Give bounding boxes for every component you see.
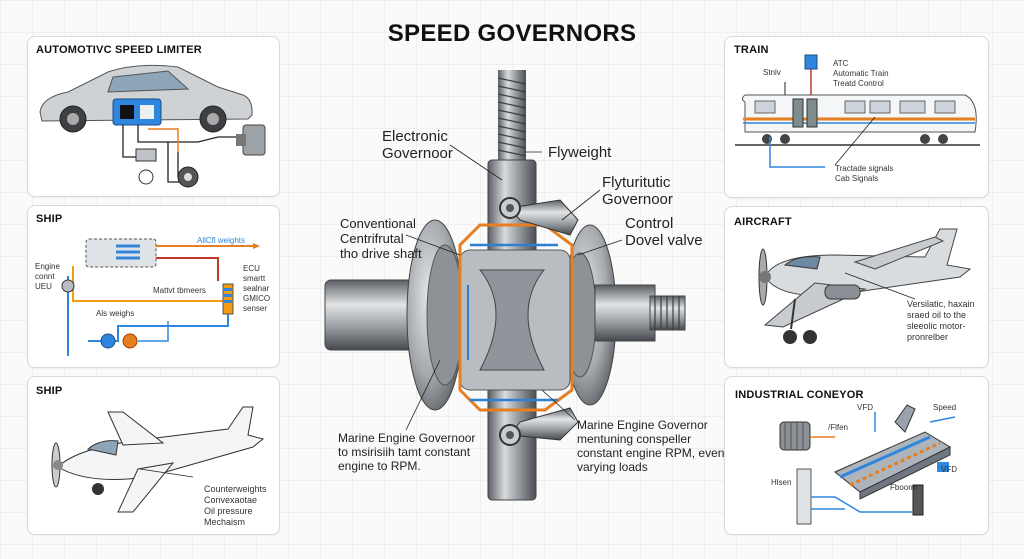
ship-1-label-weights-top: AllCfl weights <box>197 236 246 245</box>
aircraft-label-note: Versilatic, haxain sraed oil to the slee… <box>907 299 975 342</box>
governor-illustration <box>324 70 686 501</box>
panel-aircraft: AIRCRAFT Versilatic, haxain sraed oil to… <box>724 206 989 368</box>
panel-ship-1: SHIP AllCfl weights Engine connt UEU ECU… <box>27 205 280 368</box>
engine-nacelle-icon <box>824 284 861 300</box>
label-control-valve: Control Dovel valve <box>625 215 703 249</box>
ecu-sensor-icon <box>222 283 234 315</box>
panel-conveyor: INDUSTRIAL CONEYOR VFD Speed /Flfen VFD … <box>724 376 989 535</box>
ship-2-aircraft-illustration <box>51 406 265 513</box>
page-title: SPEED GOVERNORS <box>387 20 637 47</box>
conveyor-label-vfd-right: VFD <box>941 465 957 474</box>
conveyor-label-speed: Speed <box>933 403 957 412</box>
flyweight-arm-upper <box>509 199 579 236</box>
sensor-box-icon <box>912 484 924 516</box>
panel-title-ship-1: SHIP <box>36 213 63 225</box>
label-marine-governor-left: Marine Engine Governoor to msirisiih tam… <box>338 431 476 473</box>
aircraft-illustration <box>758 228 972 344</box>
train-illustration <box>735 54 980 168</box>
flyweight-arm-lower <box>509 407 579 441</box>
train-label-atc: ATC Automatic Train Treatd Control <box>833 59 889 88</box>
engine-control-icon <box>61 279 75 293</box>
ship-1-schematic <box>61 238 260 356</box>
atc-unit-icon <box>804 54 818 70</box>
label-conventional-centrifugal: Conventional Centrifrutal tho drive shaf… <box>340 216 422 261</box>
ship-1-label-engine: Engine connt UEU <box>35 262 60 291</box>
panel-title-aircraft: AIRCRAFT <box>734 216 792 228</box>
label-marine-governor-right: Marine Engine Governor mentuning conspel… <box>577 418 725 474</box>
conveyor-label-bottom-mid: Fboorm <box>890 483 918 492</box>
panel-automotive: AUTOMOTIVC SPEED LIMITER <box>27 36 280 197</box>
ship-1-label-weights: Als weighs <box>96 309 135 318</box>
flyweight-left-icon <box>100 333 116 349</box>
flyweight-right-icon <box>122 333 138 349</box>
panel-title-ship-2: SHIP <box>36 385 63 397</box>
automotive-illustration <box>39 64 266 188</box>
panel-title-automotive: AUTOMOTIVC SPEED LIMITER <box>36 44 202 56</box>
speed-sensor-icon <box>138 169 154 185</box>
label-flyweight: Flyweight <box>548 144 612 161</box>
governor-housing-outline <box>458 223 574 412</box>
conveyor-label-filen: /Flfen <box>828 423 849 432</box>
conveyor-label-vfd-top: VFD <box>857 403 873 412</box>
panel-train: TRAIN Stnlv ATC Automatic Train Treatd C… <box>724 36 989 198</box>
ship-1-label-mid: Mattvt tbmeers <box>153 286 206 295</box>
vfd-cabinet-icon <box>796 468 812 525</box>
label-flyturitutic-governor: Flyturitutic Governoor <box>602 174 673 208</box>
label-electronic-governor: Electronic Governoor <box>382 128 453 162</box>
panel-title-train: TRAIN <box>734 44 769 56</box>
train-label-left: Stnlv <box>763 68 781 77</box>
right-output-shaft <box>594 284 656 342</box>
ship-2-label-note: Counterweights Convexaotae Oil pressure … <box>204 484 267 527</box>
panel-ship-2: SHIP Counterweights Convexaotae Oil pres… <box>27 376 280 535</box>
conveyor-illustration <box>779 404 956 525</box>
conveyor-label-bottom-left: Hlsen <box>771 478 792 487</box>
panel-title-conveyor: INDUSTRIAL CONEYOR <box>735 389 864 401</box>
landing-wheel-icon <box>783 330 797 344</box>
train-label-signals: Tractade signals Cab Signals <box>835 164 894 183</box>
car-body-icon <box>39 64 253 122</box>
landing-wheel-icon <box>92 483 104 495</box>
throttle-actuator-icon <box>242 124 266 156</box>
ship-1-label-ecu: ECU smartt sealnar GMICO senser <box>243 264 271 313</box>
